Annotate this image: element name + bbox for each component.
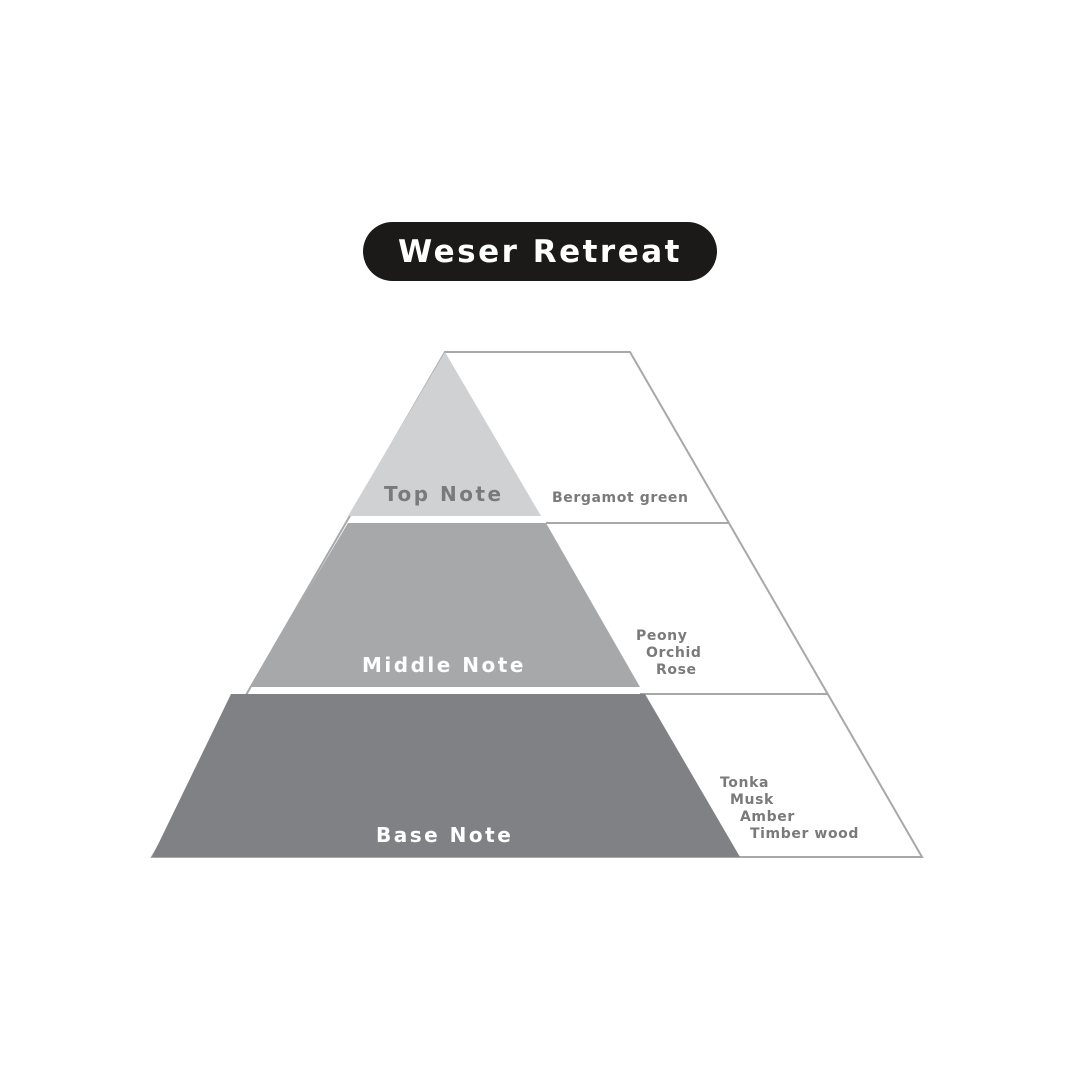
note-middle-2: Orchid — [646, 645, 702, 661]
note-base-4: Timber wood — [750, 826, 860, 842]
note-middle-3: Rose — [656, 662, 697, 678]
title-text: Weser Retreat — [398, 233, 682, 270]
note-base-1: Tonka — [720, 775, 770, 791]
note-base-2: Musk — [730, 792, 774, 808]
note-middle-1: Peony — [636, 628, 688, 644]
tier-middle — [250, 523, 640, 687]
tier-label-base: Base Note — [376, 823, 514, 847]
note-base-3: Amber — [740, 809, 795, 825]
title-badge: Weser Retreat — [363, 222, 717, 281]
tier-top — [348, 352, 541, 516]
note-top-1: Bergamot green — [552, 490, 689, 506]
tier-label-top: Top Note — [384, 482, 504, 506]
tier-label-middle: Middle Note — [362, 653, 526, 677]
tier-base — [152, 694, 740, 857]
